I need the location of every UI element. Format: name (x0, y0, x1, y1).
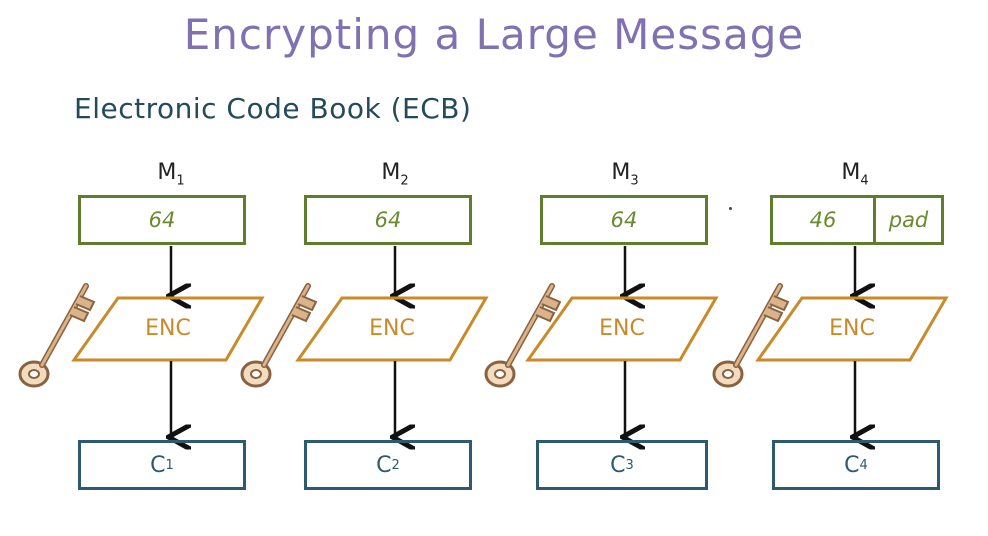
enc-box (525, 296, 719, 362)
message-label-2: M2 (381, 160, 409, 189)
key-icon (20, 286, 94, 386)
diagram-subtitle: Electronic Code Book (ECB) (74, 92, 472, 125)
stray-dot (729, 207, 732, 210)
message-label-4: M4 (841, 160, 869, 189)
enc-label-3: ENC (599, 316, 645, 341)
key-icon (486, 286, 560, 386)
enc-label-2: ENC (369, 316, 415, 341)
message-block-1: 64 (78, 195, 246, 245)
enc-label-1: ENC (145, 316, 191, 341)
enc-label-4: ENC (829, 316, 875, 341)
padding-block: pad (873, 195, 944, 245)
enc-box (755, 296, 949, 362)
key-icon (242, 286, 316, 386)
message-block-2: 64 (304, 195, 472, 245)
message-label-3: M3 (611, 160, 639, 189)
page-title: Encrypting a Large Message (183, 10, 805, 59)
message-block-3: 64 (540, 195, 708, 245)
enc-box (71, 296, 265, 362)
key-icon (714, 286, 788, 386)
message-block-4: 46 (770, 195, 876, 245)
message-label-1: M1 (157, 160, 185, 189)
enc-box (295, 296, 489, 362)
